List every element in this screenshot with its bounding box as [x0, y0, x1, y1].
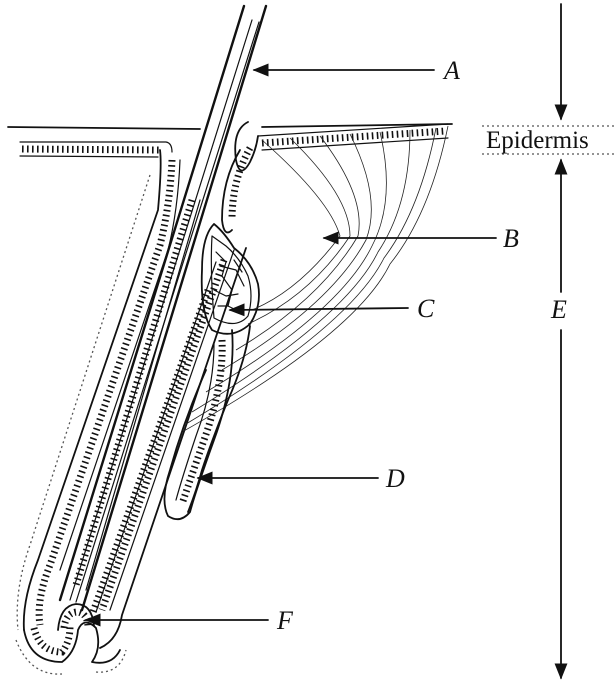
epidermis-label: Epidermis: [486, 127, 589, 154]
label-e: E: [550, 295, 567, 324]
hair-shaft: [60, 6, 266, 610]
label-b: B: [503, 224, 519, 253]
label-d: D: [385, 464, 405, 493]
hair-bulb: [16, 604, 126, 674]
skin-surface: [8, 124, 452, 157]
label-a: A: [442, 56, 460, 85]
label-c: C: [417, 294, 435, 323]
lower-gland-loop: [164, 326, 250, 519]
sebaceous-duct: [222, 122, 258, 232]
dimension-arrows: [482, 4, 614, 678]
label-f: F: [276, 606, 294, 635]
